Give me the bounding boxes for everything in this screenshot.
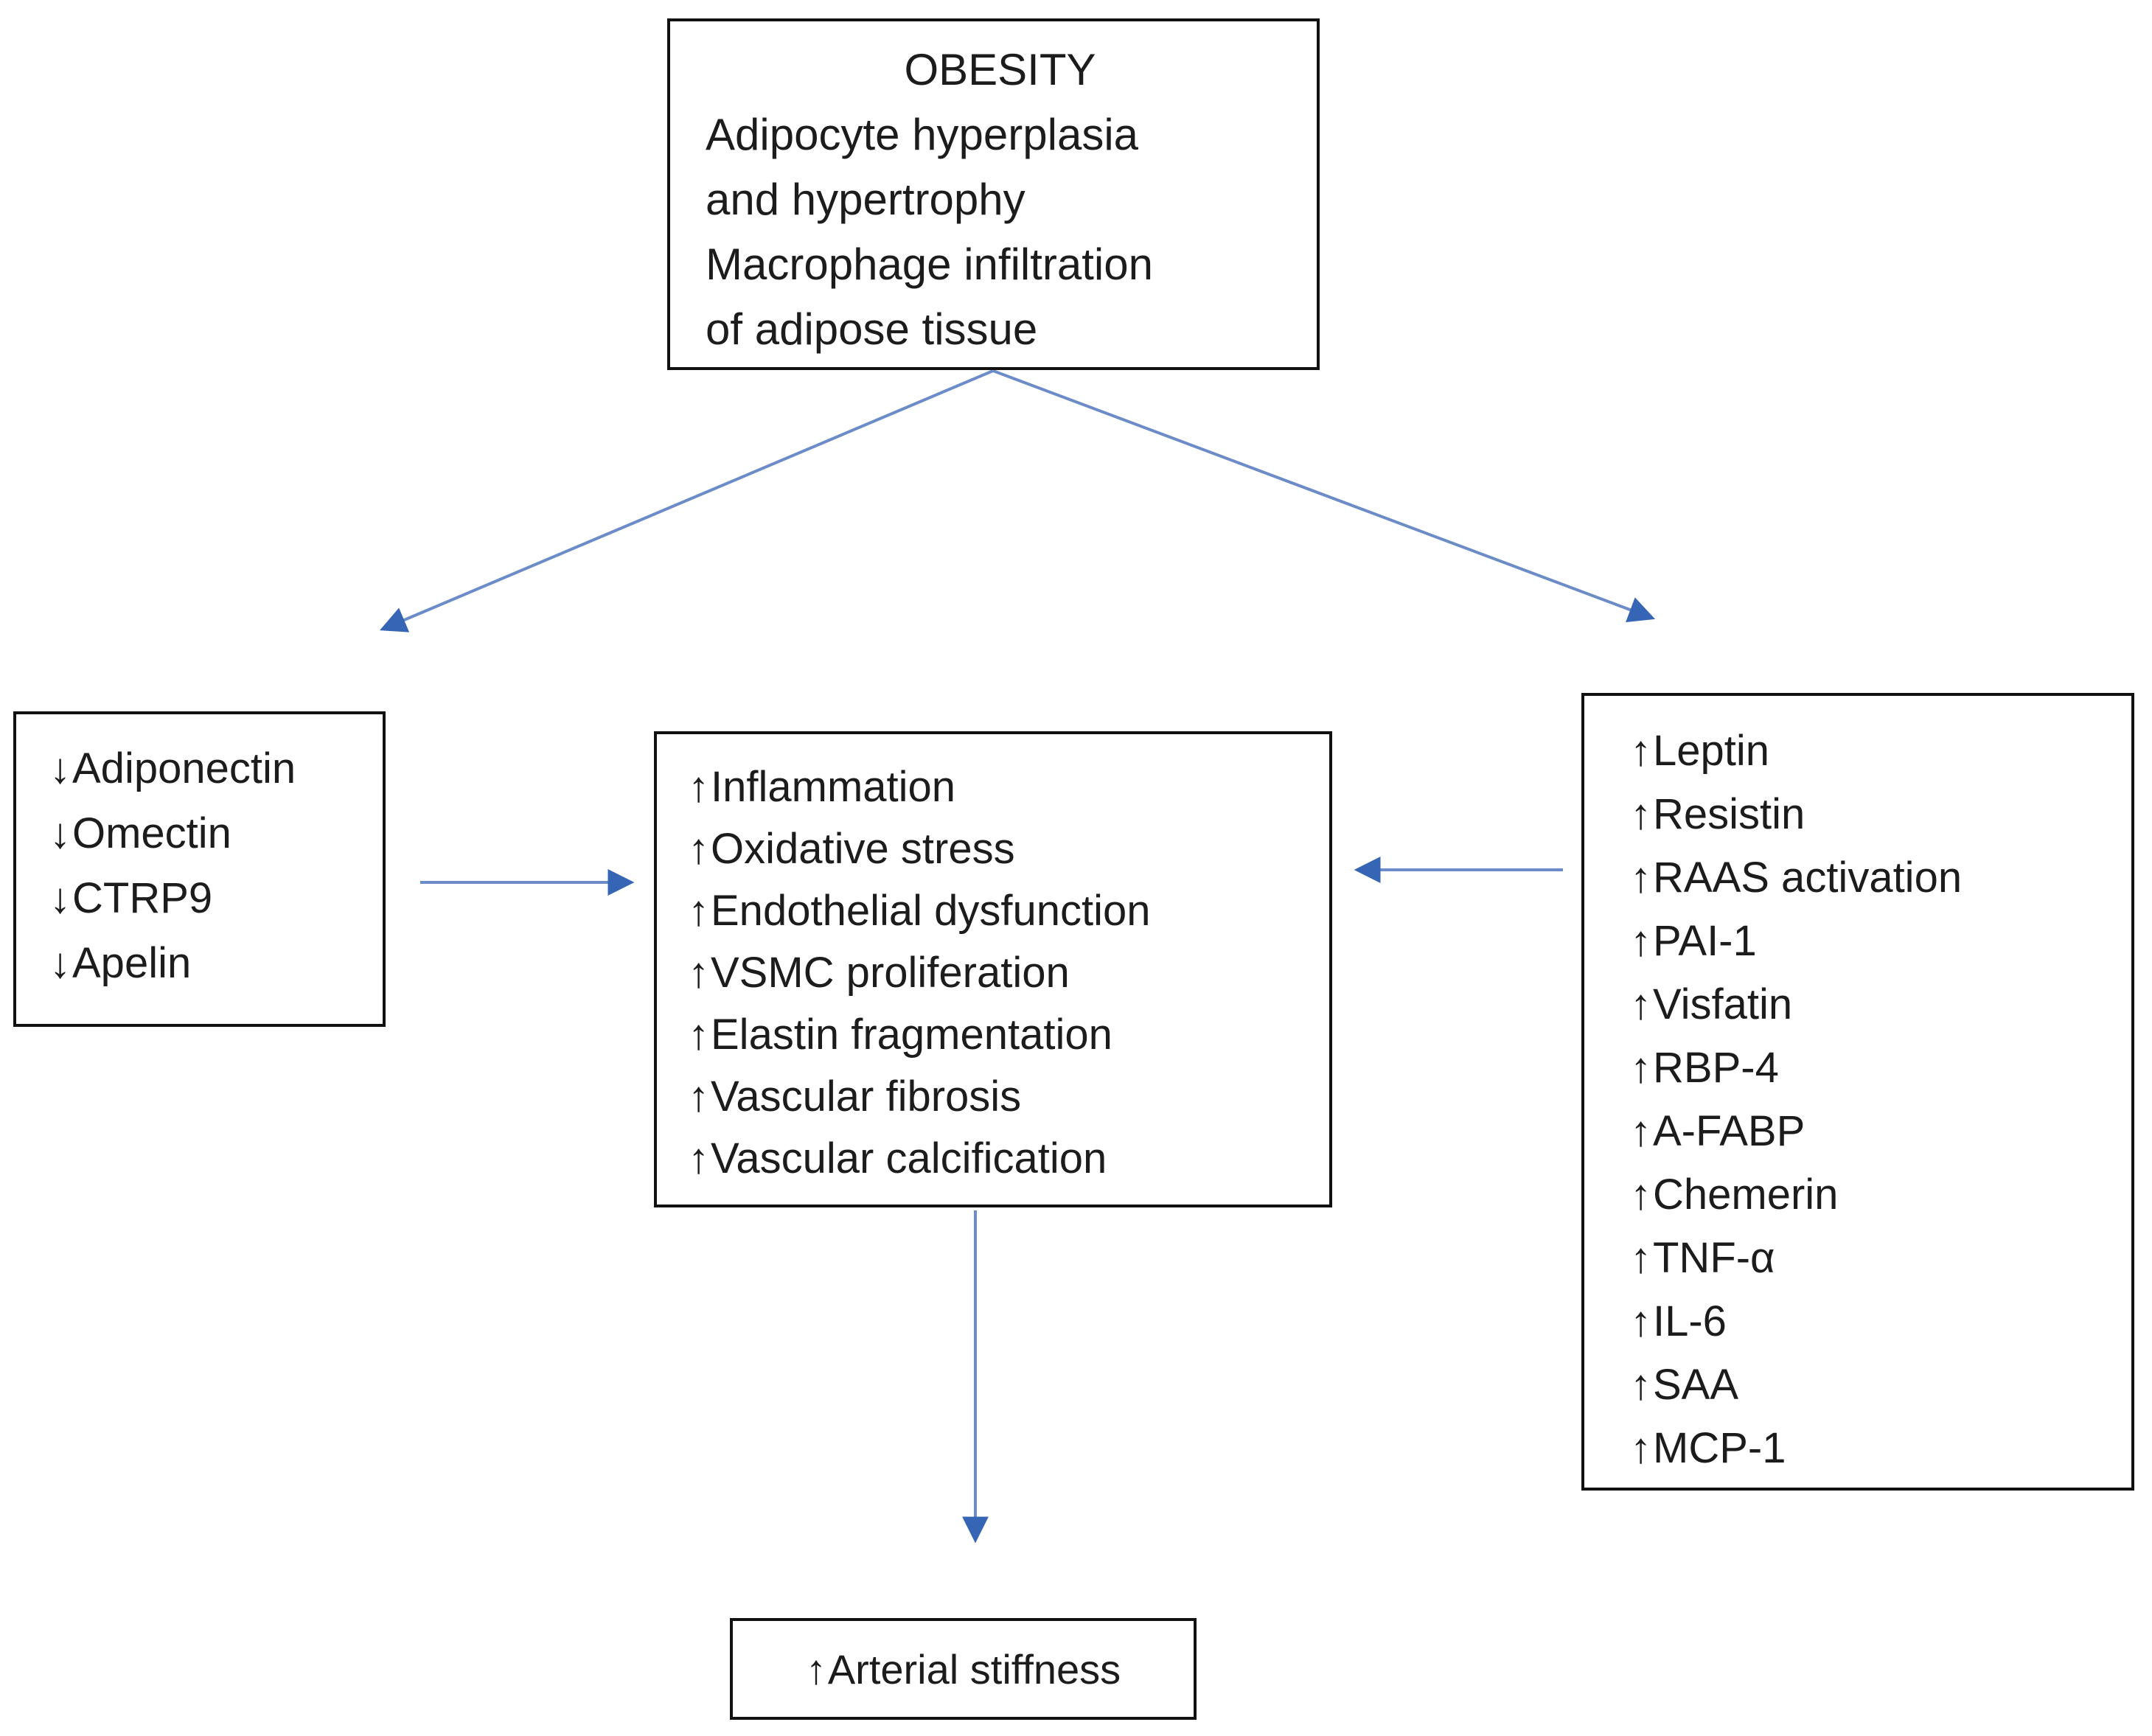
item-label: Omectin bbox=[72, 809, 231, 857]
item-label: Chemerin bbox=[1653, 1171, 1839, 1219]
item-label: Oxidative stress bbox=[711, 825, 1015, 873]
item-label: SAA bbox=[1653, 1361, 1739, 1409]
arrow-obesity-to-decreased-adipokines bbox=[380, 369, 994, 632]
item-label: RBP-4 bbox=[1653, 1044, 1779, 1092]
item-label: Vascular fibrosis bbox=[711, 1073, 1022, 1120]
list-item: ↑VSMC proliferation bbox=[688, 942, 1322, 1004]
list-item: ↑Vascular calcification bbox=[688, 1128, 1322, 1190]
up-arrow-glyph: ↑ bbox=[1630, 1171, 1653, 1219]
up-arrow-glyph: ↑ bbox=[805, 1645, 828, 1693]
list-item: ↑Visfatin bbox=[1630, 973, 2124, 1036]
increased-adipokines-box: ↑Leptin↑Resistin↑RAAS activation↑PAI-1↑V… bbox=[1581, 693, 2134, 1491]
down-arrow-glyph: ↓ bbox=[49, 874, 72, 922]
down-arrow-glyph: ↓ bbox=[49, 745, 72, 792]
item-label: VSMC proliferation bbox=[711, 949, 1070, 997]
down-arrow-glyph: ↓ bbox=[49, 939, 72, 987]
list-item: ↑Chemerin bbox=[1630, 1163, 2124, 1227]
list-item: ↓Omectin bbox=[49, 801, 375, 866]
list-item: ↑RAAS activation bbox=[1630, 846, 2124, 910]
box-line: Macrophage infiltration bbox=[706, 240, 1154, 289]
item-label: Elastin fragmentation bbox=[711, 1011, 1112, 1059]
down-arrow-glyph: ↓ bbox=[49, 809, 72, 857]
list-item: ↑Oxidative stress bbox=[688, 818, 1322, 880]
up-arrow-glyph: ↑ bbox=[1630, 1044, 1653, 1092]
mechanism-list: ↑Inflammation↑Oxidative stress↑Endotheli… bbox=[688, 756, 1322, 1190]
decreased-adipokines-box: ↓Adiponectin↓Omectin↓CTRP9↓Apelin bbox=[13, 711, 386, 1027]
box-line: and hypertrophy bbox=[706, 175, 1025, 224]
item-label: IL-6 bbox=[1653, 1297, 1727, 1345]
list-item: ↑Endothelial dysfunction bbox=[688, 880, 1322, 942]
up-arrow-glyph: ↑ bbox=[688, 949, 711, 997]
item-label: A-FABP bbox=[1653, 1107, 1805, 1155]
list-item: ↑RBP-4 bbox=[1630, 1036, 2124, 1100]
list-item: ↑PAI-1 bbox=[1630, 910, 2124, 973]
list-item: ↑Elastin fragmentation bbox=[688, 1004, 1322, 1066]
item-label: MCP-1 bbox=[1653, 1424, 1786, 1472]
item-label: Leptin bbox=[1653, 727, 1770, 775]
up-arrow-glyph: ↑ bbox=[688, 1134, 711, 1182]
up-arrow-glyph: ↑ bbox=[1630, 854, 1653, 902]
up-arrow-glyph: ↑ bbox=[688, 763, 711, 811]
outcome-text: ↑Arterial stiffness bbox=[806, 1645, 1121, 1693]
arrow-obesity-to-increased-adipokines bbox=[992, 369, 1656, 623]
up-arrow-glyph: ↑ bbox=[1630, 1107, 1653, 1155]
box-title: OBESITY bbox=[904, 45, 1096, 94]
up-arrow-glyph: ↑ bbox=[688, 887, 711, 935]
up-arrow-glyph: ↑ bbox=[1630, 727, 1653, 775]
item-label: Resistin bbox=[1653, 790, 1805, 838]
item-label: Inflammation bbox=[711, 763, 956, 811]
item-label: PAI-1 bbox=[1653, 917, 1757, 965]
list-item: ↓Adiponectin bbox=[49, 736, 375, 801]
list-item: ↓Apelin bbox=[49, 931, 375, 996]
box-line: of adipose tissue bbox=[706, 304, 1038, 354]
list-item: ↑Resistin bbox=[1630, 783, 2124, 846]
list-item: ↑MCP-1 bbox=[1630, 1417, 2124, 1480]
item-label: TNF-α bbox=[1653, 1234, 1775, 1282]
up-arrow-glyph: ↑ bbox=[1630, 790, 1653, 838]
item-label: Apelin bbox=[72, 939, 192, 987]
vascular-mechanisms-box: ↑Inflammation↑Oxidative stress↑Endotheli… bbox=[654, 731, 1332, 1207]
up-arrow-glyph: ↑ bbox=[688, 1073, 711, 1120]
item-label: Adiponectin bbox=[72, 745, 296, 792]
item-label: Endothelial dysfunction bbox=[711, 887, 1151, 935]
box-line: Adipocyte hyperplasia bbox=[706, 110, 1139, 159]
list-item: ↑TNF-α bbox=[1630, 1227, 2124, 1290]
up-arrow-glyph: ↑ bbox=[1630, 1297, 1653, 1345]
list-item: ↑Inflammation bbox=[688, 756, 1322, 818]
list-item: ↑SAA bbox=[1630, 1353, 2124, 1417]
arterial-stiffness-box: ↑Arterial stiffness bbox=[730, 1618, 1197, 1720]
list-item: ↑IL-6 bbox=[1630, 1290, 2124, 1353]
up-arrow-glyph: ↑ bbox=[1630, 1424, 1653, 1472]
item-label: CTRP9 bbox=[72, 874, 213, 922]
item-label: Vascular calcification bbox=[711, 1134, 1107, 1182]
obesity-cause-box: OBESITY Adipocyte hyperplasia and hypertr… bbox=[667, 18, 1320, 370]
up-arrow-glyph: ↑ bbox=[1630, 980, 1653, 1028]
list-item: ↑Vascular fibrosis bbox=[688, 1066, 1322, 1128]
item-label: RAAS activation bbox=[1653, 854, 1963, 902]
list-item: ↑A-FABP bbox=[1630, 1100, 2124, 1163]
item-label: Visfatin bbox=[1653, 980, 1793, 1028]
up-arrow-glyph: ↑ bbox=[1630, 1234, 1653, 1282]
up-arrow-glyph: ↑ bbox=[688, 825, 711, 873]
up-arrow-glyph: ↑ bbox=[1630, 1361, 1653, 1409]
list-item: ↓CTRP9 bbox=[49, 866, 375, 931]
list-item: ↑Leptin bbox=[1630, 719, 2124, 783]
up-arrow-glyph: ↑ bbox=[688, 1011, 711, 1059]
adipokine-list: ↑Leptin↑Resistin↑RAAS activation↑PAI-1↑V… bbox=[1630, 719, 2124, 1480]
item-label: Arterial stiffness bbox=[827, 1645, 1121, 1693]
adipokine-list: ↓Adiponectin↓Omectin↓CTRP9↓Apelin bbox=[49, 736, 375, 996]
up-arrow-glyph: ↑ bbox=[1630, 917, 1653, 965]
